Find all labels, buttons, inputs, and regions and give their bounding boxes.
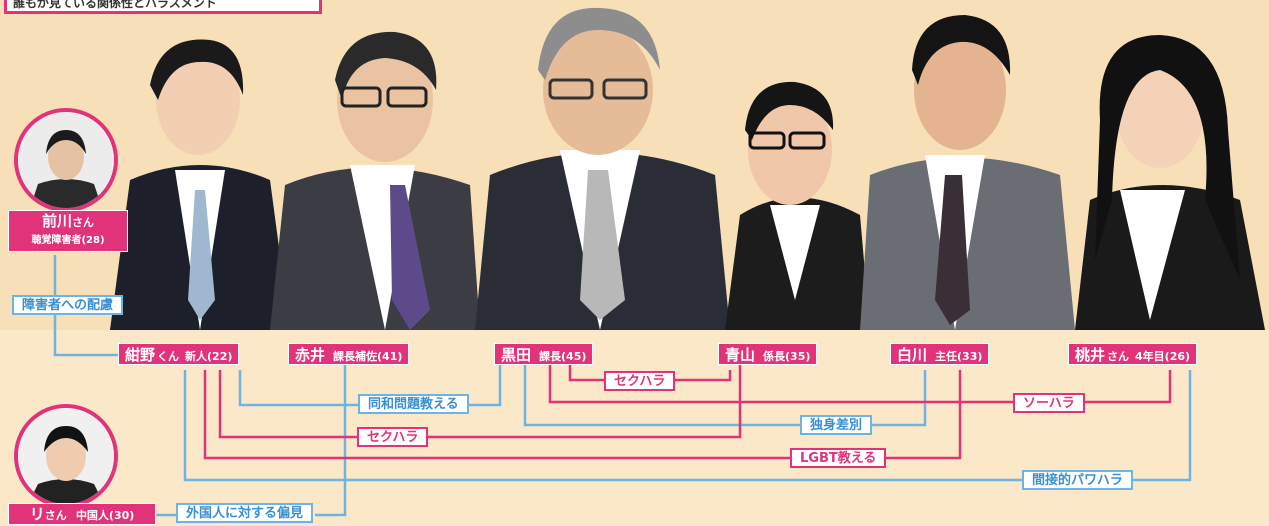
lee-role: 中国人(30) [75, 509, 135, 522]
akai-name: 赤井 [295, 346, 326, 364]
relation-label-foreigner-prejudice: 外国人に対する偏見 [176, 503, 314, 523]
maekawa-suffix: さん [72, 216, 94, 229]
person-shirakawa [860, 15, 1075, 330]
kuroda-role: 課長(45) [539, 350, 587, 363]
shirakawa-name: 白川 [897, 346, 928, 364]
konno-tag: 紺野くん新人(22) [118, 343, 240, 365]
person-momoi [1075, 35, 1265, 330]
lee-name: リ [29, 505, 45, 523]
aoyama-tag: 青山係長(35) [718, 343, 818, 365]
momoi-tag: 桃井さん 4年目(26) [1068, 343, 1198, 365]
lee-portrait [14, 404, 118, 508]
relation-label-single-discrimination: 独身差別 [800, 415, 873, 435]
maekawa-photo-icon [18, 112, 114, 208]
person-konno [110, 39, 290, 330]
person-akai [270, 31, 480, 330]
konno-name: 紺野 [125, 346, 156, 364]
shirakawa-tag: 白川主任(33) [890, 343, 990, 365]
relation-label-sohara: ソーハラ [1013, 393, 1085, 413]
maekawa-name: 前川 [41, 212, 72, 230]
relation-label-dowa-teaching: 同和問題教える [358, 394, 469, 414]
aoyama-name: 青山 [725, 346, 756, 364]
konno-suffix: くん [157, 350, 180, 363]
relation-label-kuroda-aoyama-sekuhara: セクハラ [604, 371, 676, 391]
kuroda-name: 黒田 [501, 346, 532, 364]
lee-photo-icon [18, 408, 114, 504]
konno-role: 新人(22) [185, 350, 233, 363]
lee-suffix: さん [44, 509, 67, 522]
relation-lines [53, 255, 1192, 517]
momoi-suffix: さん [1107, 350, 1130, 363]
momoi-role: 4年目(26) [1135, 350, 1191, 363]
momoi-name: 桃井 [1075, 346, 1106, 364]
person-aoyama [725, 81, 870, 330]
person-kuroda [475, 7, 730, 330]
akai-tag: 赤井課長補佐(41) [288, 343, 410, 365]
relation-label-lgbt-teaching: LGBT教える [790, 448, 887, 468]
aoyama-role: 係長(35) [763, 350, 811, 363]
shirakawa-role: 主任(33) [935, 350, 983, 363]
header-caption: 誰もが見ている関係性とハラスメント [4, 0, 322, 14]
maekawa-portrait [14, 108, 118, 212]
relation-label-disability-care: 障害者への配慮 [12, 295, 124, 315]
maekawa-role: 聴覚障害者(28) [31, 235, 105, 246]
maekawa-nametag: 前川さん 聴覚障害者(28) [8, 210, 128, 252]
relation-label-indirect-powerhara: 間接的パワハラ [1022, 470, 1133, 490]
kuroda-tag: 黒田課長(45) [494, 343, 594, 365]
relation-label-aoyama-konno-sekuhara: セクハラ [357, 427, 429, 447]
akai-role: 課長補佐(41) [333, 350, 403, 363]
lee-nametag: リさん 中国人(30) [8, 503, 156, 525]
